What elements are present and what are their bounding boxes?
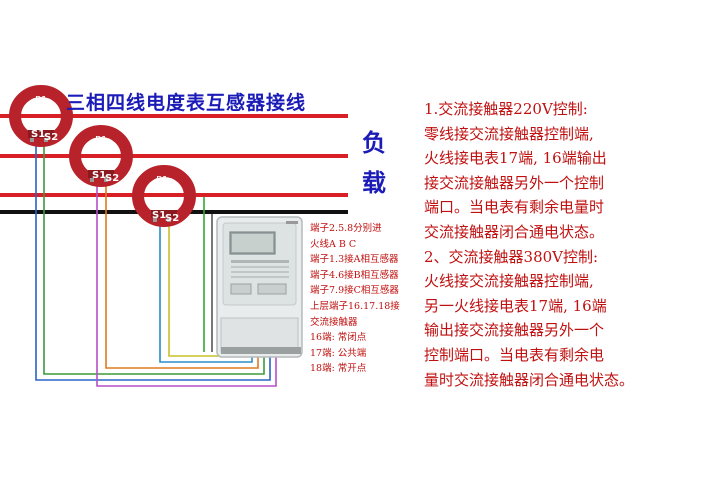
- wire-a-s2: [43, 135, 265, 375]
- phase-line-b: [0, 154, 348, 158]
- instruction-line: 输出接交流接触器另外一个: [424, 321, 605, 340]
- instruction-line: 零线接交流接触器控制端,: [424, 124, 594, 143]
- ct-a-s2-label: S2: [44, 132, 59, 143]
- meter-terminal-block: [221, 347, 301, 354]
- note-line: 端子2.5.8分别进: [310, 223, 382, 234]
- instruction-line: 另一火线接电表17端, 16端: [424, 296, 607, 315]
- instruction-line: 端口。当电表有剩余电量时: [424, 198, 605, 217]
- current-transformer-b: [69, 125, 133, 187]
- load-label-1: 负: [362, 129, 386, 157]
- instruction-line: 1.交流接触器220V控制:: [424, 100, 588, 118]
- ct-b-s2-label: S2: [105, 173, 120, 184]
- ct-c-p1-label: P1: [156, 175, 169, 186]
- note-line: 端子7.9接C相互感器: [310, 285, 399, 297]
- note-line: 17端: 公共端: [310, 347, 367, 359]
- ct-a-p1-label: P1: [35, 95, 48, 106]
- note-line: 火线A B C: [310, 238, 357, 250]
- ct-a-s1-label: S1: [31, 129, 46, 140]
- ct-c-s2-label: S2: [165, 213, 180, 224]
- diagram-title: 三相四线电度表互感器接线: [66, 92, 307, 114]
- current-transformer-c: [132, 165, 196, 227]
- instruction-line: 2、交流接触器380V控制:: [424, 247, 599, 266]
- instruction-line: 交流接触器闭合通电状态。: [424, 222, 605, 241]
- ct-b-s1-label: S1: [92, 170, 107, 181]
- load-label-2: 载: [362, 169, 386, 197]
- wire-b-s1: [96, 178, 277, 387]
- instruction-line: 控制端口。当电表有剩余电: [424, 345, 605, 364]
- instruction-line: 量时交流接触器闭合通电状态。: [424, 370, 635, 389]
- meter-terminal-notes: 端子2.5.8分别进 火线A B C 端子1.3接A相互感器 端子4.6接B相互…: [310, 221, 400, 377]
- phase-line-c: [0, 193, 348, 197]
- ct-b-p1-label: P1: [95, 135, 108, 146]
- note-line: 18端: 常开点: [310, 363, 367, 375]
- contactor-instructions: 1.交流接触器220V控制: 零线接交流接触器控制端, 火线接电表17端, 16…: [424, 97, 634, 392]
- phase-line-a: [0, 114, 348, 118]
- note-line: 16端: 常闭点: [310, 332, 367, 344]
- wire-b-s2: [105, 178, 259, 369]
- note-line: 端子1.3接A相互感器: [310, 254, 399, 266]
- instruction-line: 火线接电表17端, 16端输出: [424, 149, 607, 168]
- note-line: 端子4.6接B相互感器: [310, 269, 399, 281]
- instruction-line: 接交流接触器另外一个控制: [424, 173, 605, 192]
- note-line: 上层端子16.17.18接: [310, 300, 400, 312]
- instruction-line: 火线接交流接触器控制端,: [424, 272, 594, 291]
- energy-meter: [216, 216, 303, 358]
- wire-a-s1: [35, 135, 271, 381]
- current-transformer-a: [9, 85, 73, 147]
- ct-c-s1-label: S1: [152, 210, 167, 221]
- note-line: 交流接触器: [310, 316, 358, 328]
